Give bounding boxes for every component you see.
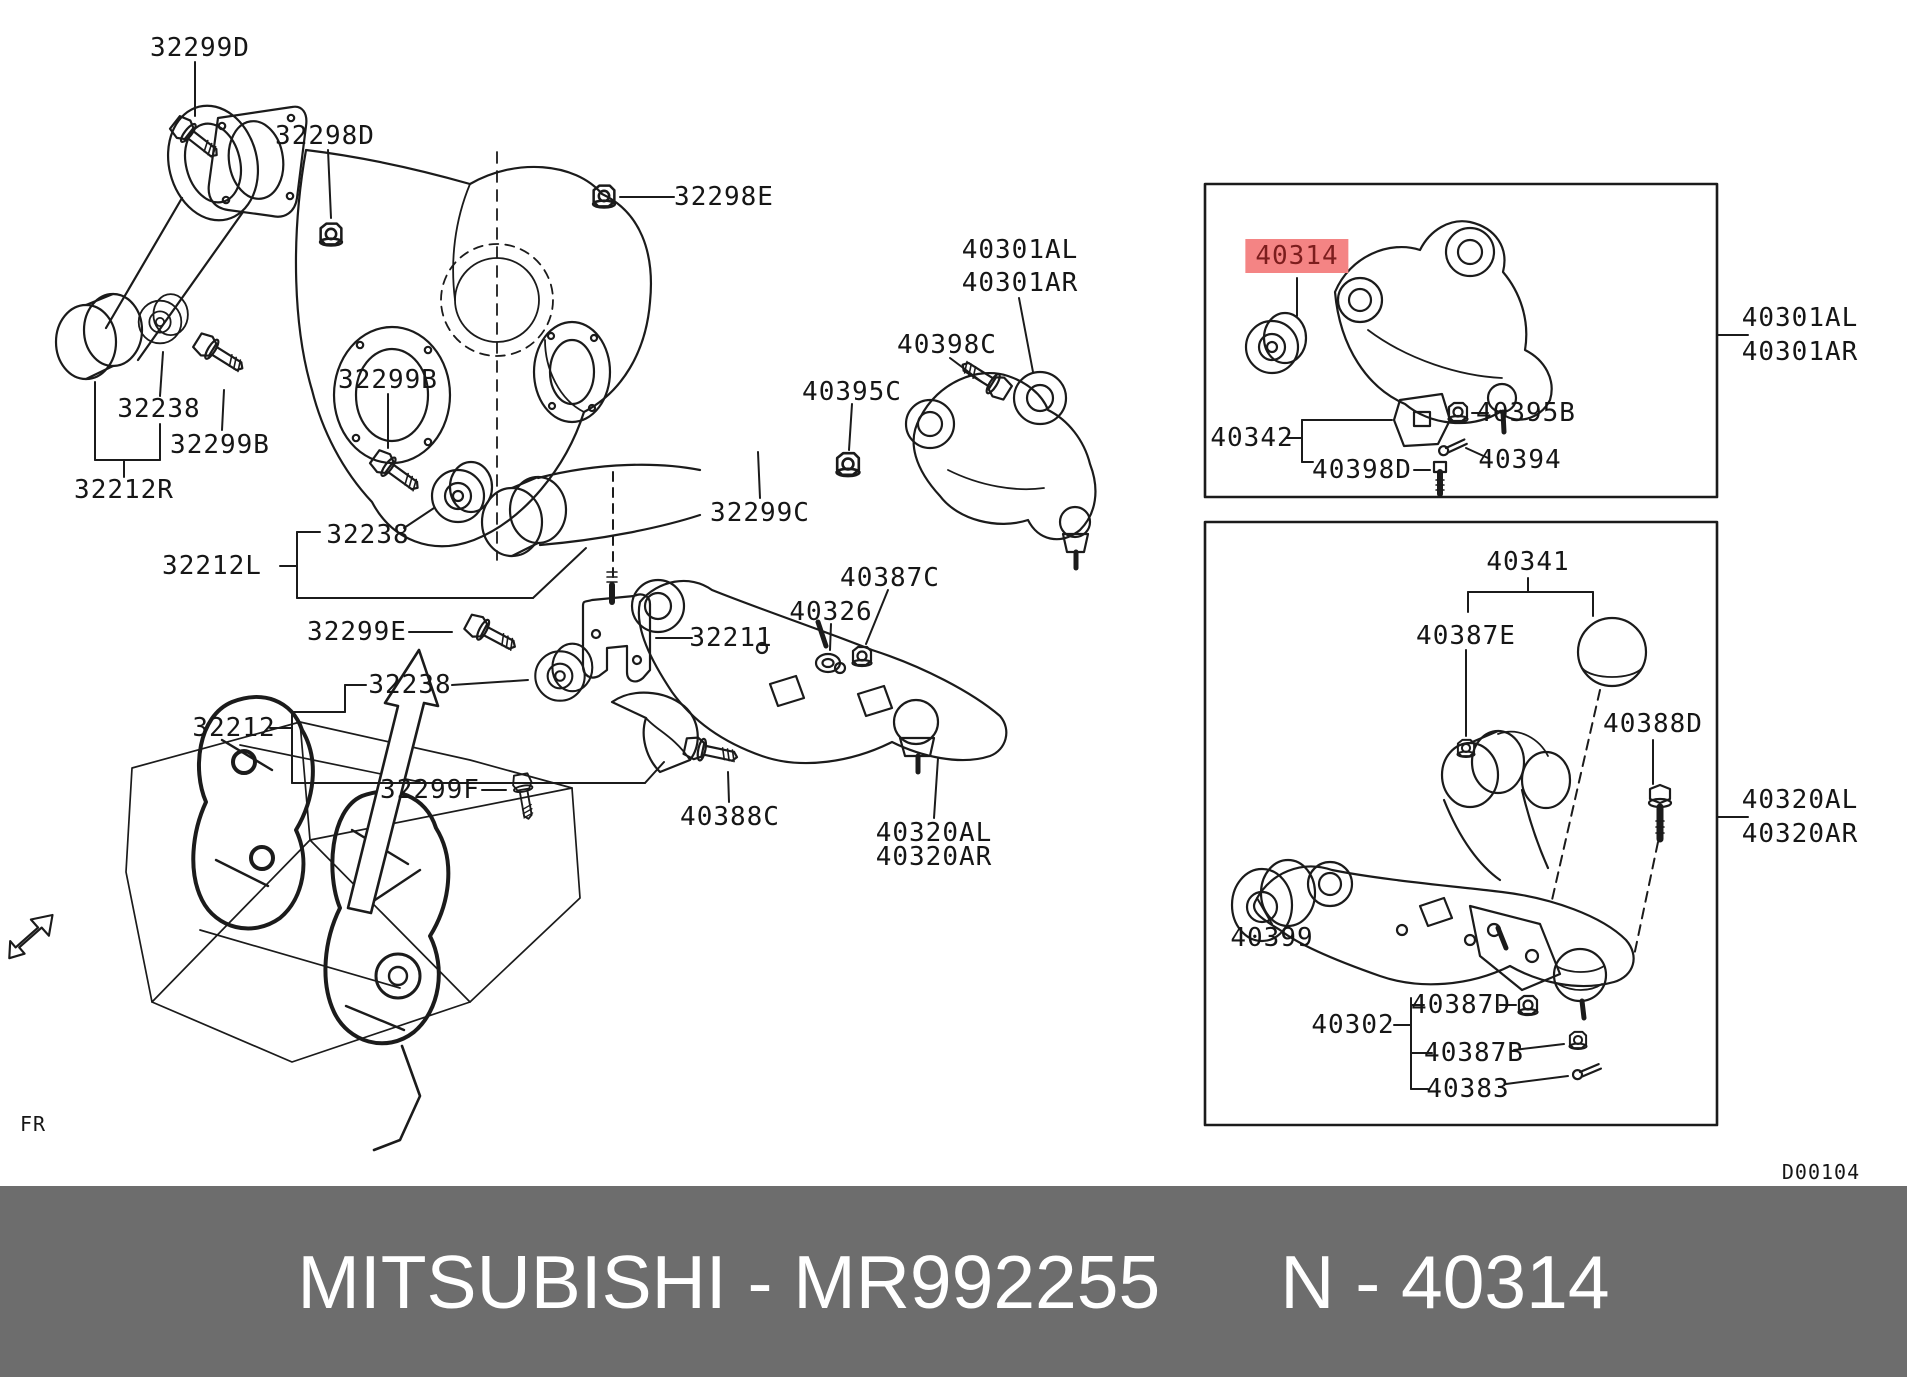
vehicle-overview-drawing	[125, 721, 581, 1063]
part-label-32212[interactable]: 32212	[192, 713, 276, 743]
part-label-32238[interactable]: 32238	[326, 520, 410, 550]
part-label-d00104: D00104	[1781, 1160, 1861, 1184]
part-label-32299c[interactable]: 32299C	[710, 498, 810, 528]
part-label-40387e[interactable]: 40387E	[1416, 621, 1516, 651]
part-label-40320ar[interactable]: 40320AR	[875, 842, 993, 872]
diagram-artwork	[8, 61, 1749, 1152]
knuckle-assembly-a-drawing	[191, 695, 315, 931]
part-label-40314-highlighted[interactable]: 40314	[1245, 239, 1349, 273]
part-label-40301ar[interactable]: 40301AR	[1741, 337, 1859, 367]
leader-lines	[94, 61, 1749, 1090]
part-label-40302[interactable]: 40302	[1311, 1010, 1395, 1040]
part-label-40301al[interactable]: 40301AL	[961, 235, 1079, 265]
part-label-fr: FR	[19, 1112, 47, 1136]
part-label-32299b[interactable]: 32299B	[170, 430, 270, 460]
part-label-32211[interactable]: 32211	[689, 623, 773, 653]
part-label-40341[interactable]: 40341	[1486, 547, 1570, 577]
part-label-40326[interactable]: 40326	[789, 597, 873, 627]
part-label-32238[interactable]: 32238	[117, 394, 201, 424]
part-label-40388d[interactable]: 40388D	[1603, 709, 1703, 739]
part-label-40342[interactable]: 40342	[1210, 423, 1294, 453]
detail-box-lower-arm	[1203, 520, 1719, 1127]
part-label-40387b[interactable]: 40387B	[1424, 1038, 1524, 1068]
part-label-40320al[interactable]: 40320AL	[1741, 785, 1859, 815]
banner-ref-text: N - 40314	[1280, 1239, 1610, 1324]
part-label-32212r[interactable]: 32212R	[74, 475, 174, 505]
part-label-32212l[interactable]: 32212L	[162, 551, 262, 581]
footer-banner: MITSUBISHI - MR992255 N - 40314	[0, 1186, 1907, 1377]
axle-housing-drawing	[207, 105, 652, 561]
part-label-32298d[interactable]: 32298D	[275, 121, 375, 151]
part-label-40394[interactable]: 40394	[1478, 445, 1562, 475]
banner-brand-part-text: MITSUBISHI - MR992255	[297, 1239, 1161, 1324]
knuckle-assembly-b-drawing	[323, 789, 451, 1152]
part-label-40320ar[interactable]: 40320AR	[1741, 819, 1859, 849]
part-label-32299d[interactable]: 32299D	[150, 33, 250, 63]
part-label-40399[interactable]: 40399	[1230, 923, 1314, 953]
upper-arm-center-drawing	[814, 354, 1097, 674]
part-label-32299e[interactable]: 32299E	[307, 617, 407, 647]
lower-arm-center-drawing	[630, 578, 1008, 775]
part-label-40301al[interactable]: 40301AL	[1741, 303, 1859, 333]
part-label-32298e[interactable]: 32298E	[674, 182, 774, 212]
part-label-40398d[interactable]: 40398D	[1312, 455, 1412, 485]
part-label-40395b[interactable]: 40395B	[1476, 398, 1576, 428]
part-label-40388c[interactable]: 40388C	[680, 802, 780, 832]
trailing-arm-left-drawing	[367, 446, 702, 558]
part-label-40383[interactable]: 40383	[1426, 1074, 1510, 1104]
part-label-40395c[interactable]: 40395C	[802, 377, 902, 407]
part-label-32238[interactable]: 32238	[368, 670, 452, 700]
part-label-32299f[interactable]: 32299F	[380, 775, 480, 805]
part-label-40387c[interactable]: 40387C	[840, 563, 940, 593]
part-label-40398c[interactable]: 40398C	[897, 330, 997, 360]
trailing-arm-right-drawing	[54, 104, 617, 381]
detail-box-upper-arm	[1203, 182, 1719, 499]
part-label-40387d[interactable]: 40387D	[1411, 990, 1511, 1020]
part-label-40301ar[interactable]: 40301AR	[961, 268, 1079, 298]
part-label-32299b[interactable]: 32299B	[338, 365, 438, 395]
fr-arrow-icon	[8, 913, 54, 960]
part-label-40320al[interactable]: 40320AL	[875, 818, 993, 848]
direction-arrow-large	[346, 648, 440, 915]
